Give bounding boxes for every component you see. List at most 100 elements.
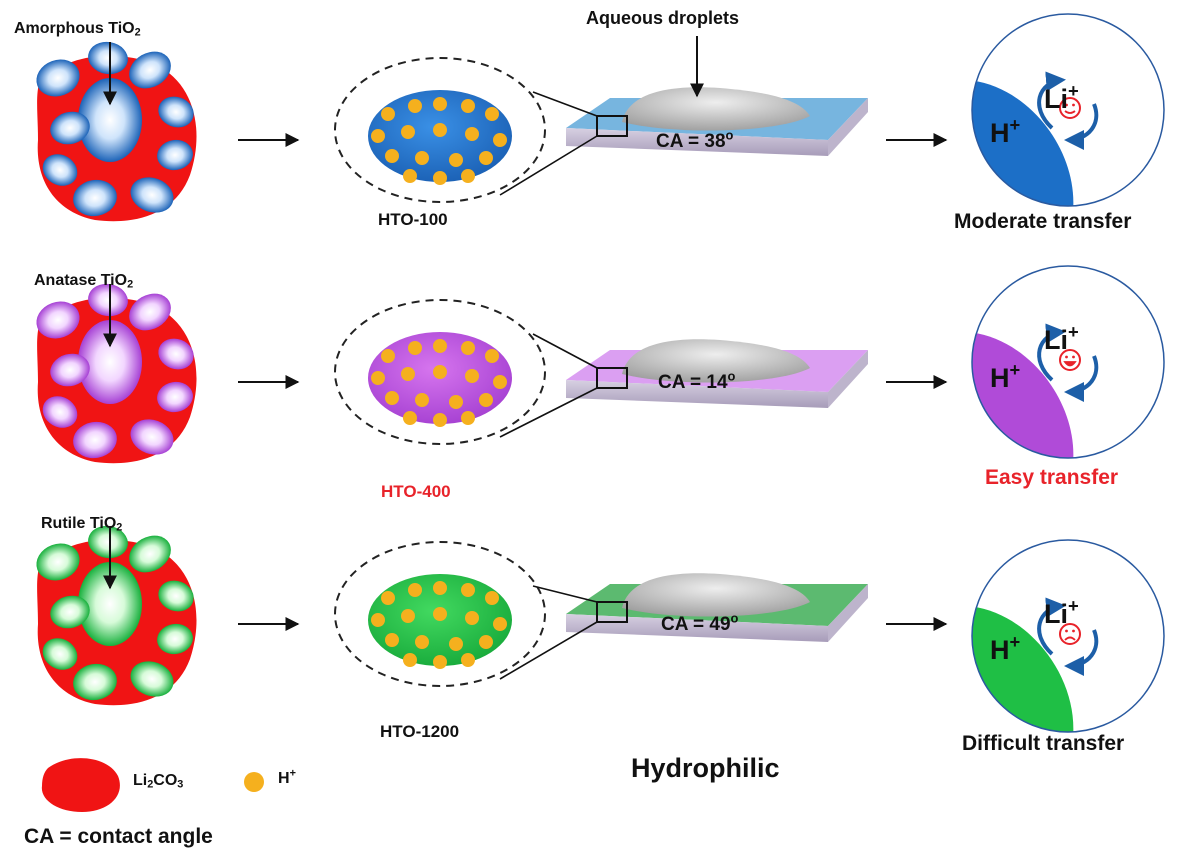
face-mouth	[1064, 110, 1076, 114]
tio2-particle	[88, 41, 128, 75]
plus: +	[1009, 630, 1021, 652]
plate-side	[566, 380, 828, 408]
proton-dot	[415, 151, 429, 165]
zoom-line	[532, 585, 598, 603]
contact-angle-label-3: CA = 49o	[661, 611, 738, 636]
plus: +	[1068, 320, 1079, 342]
proton-dot	[461, 583, 475, 597]
zoom-ellipse	[334, 299, 546, 445]
li-ion-label-2: Li+	[1044, 322, 1079, 355]
proton-dot	[381, 107, 395, 121]
proton-dot	[381, 591, 395, 605]
circle-outline	[971, 539, 1165, 733]
plate-side	[566, 128, 828, 156]
face-eye	[1065, 355, 1068, 359]
proton-dot	[415, 393, 429, 407]
proton-dot	[493, 617, 507, 631]
tio2-particle	[130, 419, 174, 455]
proton-dot	[408, 99, 422, 113]
proton-dot	[433, 413, 447, 427]
legend-proton-label: H+	[278, 767, 296, 788]
tio2-particle	[129, 51, 171, 89]
proton-dot	[371, 371, 385, 385]
plus: +	[1009, 358, 1021, 380]
tio2-particle	[157, 139, 193, 171]
particle-cluster	[36, 41, 197, 222]
proton-dot	[433, 123, 447, 137]
proton-dot	[385, 633, 399, 647]
ca-definition: CA = contact angle	[24, 825, 213, 848]
material-subscript: 2	[127, 278, 134, 291]
proton-dot	[403, 411, 417, 425]
ca-value: CA = 49	[661, 614, 731, 635]
proton-dot	[479, 635, 493, 649]
substrate-plate	[499, 36, 868, 196]
face-icon	[1059, 349, 1081, 371]
face-eye	[1065, 103, 1068, 107]
tio2-particle	[50, 353, 90, 387]
face-icon	[1059, 97, 1081, 119]
face-mouth	[1064, 636, 1076, 641]
ca-degree: o	[725, 127, 734, 143]
proton-dot	[433, 581, 447, 595]
zoom-line	[532, 91, 598, 117]
li-ion-label-3: Li+	[1044, 596, 1079, 628]
zoom-ellipse	[334, 57, 546, 203]
legend-proton-swatch	[244, 772, 264, 792]
tio2-particle	[130, 661, 174, 697]
tio2-particle	[157, 623, 193, 655]
material-subscript: 2	[116, 521, 123, 534]
zoom-line	[499, 387, 598, 438]
water-droplet	[622, 339, 810, 383]
proton-dot	[415, 635, 429, 649]
sample-label-hto-400: HTO-400	[381, 482, 451, 501]
proton-dot	[401, 609, 415, 623]
face-mouth	[1063, 361, 1077, 367]
proton-dot	[485, 591, 499, 605]
proton-dot	[449, 637, 463, 651]
li-text: Li	[1044, 325, 1068, 355]
legend-li2co3-label: Li2CO3	[133, 772, 183, 791]
proton-dot	[465, 369, 479, 383]
zoom-view	[334, 541, 546, 687]
material-name: Rutile TiO	[41, 515, 117, 532]
proton-dot	[433, 97, 447, 111]
tio2-particle	[158, 96, 194, 128]
proton-dot	[403, 169, 417, 183]
proton-dot	[461, 341, 475, 355]
tio2-particle	[36, 59, 80, 97]
ca-degree: o	[727, 368, 736, 384]
tio2-particle	[88, 525, 128, 559]
co-part: CO	[153, 772, 178, 789]
substrate-plate	[499, 573, 868, 680]
proton-dot	[493, 375, 507, 389]
proton-dot	[449, 153, 463, 167]
tio2-particle	[158, 338, 194, 370]
zoom-line	[532, 333, 598, 369]
tio2-particle	[78, 78, 142, 162]
exchange-arrow	[1064, 629, 1099, 676]
zoom-line	[499, 621, 598, 680]
proton-dot	[461, 99, 475, 113]
face-eye	[1072, 355, 1075, 359]
tio2-particle	[73, 179, 117, 217]
proton-dot	[401, 125, 415, 139]
ca-degree: o	[730, 610, 739, 626]
exchange-arrow	[1037, 597, 1066, 656]
plus: +	[1009, 113, 1021, 135]
ca-value: CA = 14	[658, 372, 728, 393]
proton-dot	[371, 129, 385, 143]
tio2-particle	[129, 293, 171, 331]
proton-dot	[371, 613, 385, 627]
material-name: Amorphous TiO	[14, 20, 135, 37]
h-ion-label-2: H+	[990, 360, 1020, 392]
tio2-particle	[50, 111, 90, 145]
plus: +	[289, 767, 296, 780]
exchange-arrow	[1064, 355, 1099, 402]
material-label-rutile: Rutile TiO2	[41, 515, 122, 534]
tio2-particle	[73, 663, 117, 701]
tio2-particle	[42, 154, 78, 186]
li-part: Li	[133, 772, 148, 789]
tio2-particle	[157, 381, 193, 413]
